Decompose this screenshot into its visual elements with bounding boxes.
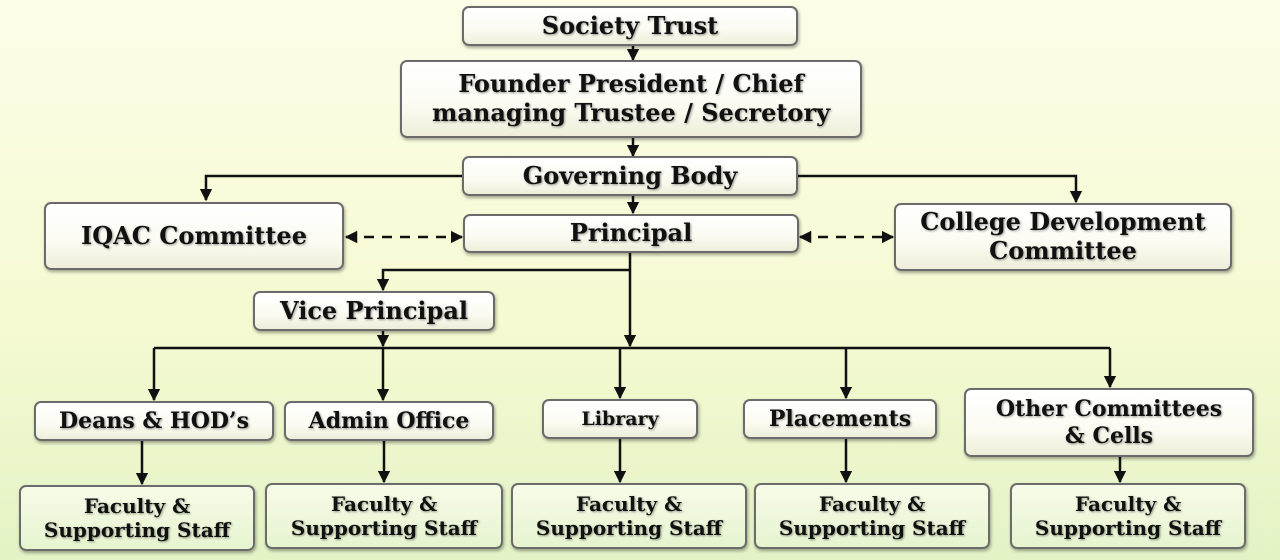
node-label: Vice Principal [280,295,468,325]
node-other-committees: Other Committees & Cells [964,388,1254,457]
arrow-principal-vice [376,268,630,292]
node-label: Library [581,407,659,430]
node-library: Library [542,399,698,439]
node-label-line2: Committee [989,236,1137,265]
node-label-line2: & Cells [1064,422,1154,449]
node-label: Admin Office [308,407,470,434]
node-founder-president: Founder President / Chief managing Trust… [400,60,862,138]
arrow-governing-iqac [199,174,463,202]
node-society-trust: Society Trust [462,6,798,46]
node-label: Society Trust [541,10,719,40]
node-label: Principal [569,218,693,248]
node-staff-library: Faculty & Supporting Staff [511,483,747,549]
node-staff-placements: Faculty & Supporting Staff [754,483,990,549]
node-label-line2: Supporting Staff [290,516,478,540]
node-label: Placements [768,405,912,432]
node-label: Governing Body [522,160,738,190]
node-placements: Placements [743,399,937,439]
node-staff-admin: Faculty & Supporting Staff [265,483,503,549]
node-iqac-committee: IQAC Committee [44,202,344,270]
arrow-governing-cdc [797,174,1083,204]
node-principal: Principal [463,214,799,253]
node-vice-principal: Vice Principal [253,291,495,331]
node-deans-hods: Deans & HOD’s [34,401,274,441]
node-college-development-committee: College Development Committee [894,203,1232,271]
node-staff-other: Faculty & Supporting Staff [1010,483,1246,549]
node-label-line1: Other Committees [995,396,1223,423]
node-label-line1: Founder President / Chief [458,69,804,99]
node-governing-body: Governing Body [462,156,798,196]
node-label-line1: College Development [920,207,1206,237]
node-label-line1: Faculty & [83,494,191,518]
node-label-line1: Faculty & [330,492,438,516]
node-label: Deans & HOD’s [59,407,249,434]
node-label-line2: managing Trustee / Secretory [431,98,831,127]
node-label-line1: Faculty & [575,492,683,516]
node-label-line1: Faculty & [818,492,926,516]
node-label-line2: Supporting Staff [778,516,966,540]
node-admin-office: Admin Office [284,401,494,441]
node-label-line1: Faculty & [1074,492,1182,516]
node-label-line2: Supporting Staff [1034,516,1222,540]
node-label: IQAC Committee [81,220,307,250]
node-staff-deans: Faculty & Supporting Staff [19,485,255,551]
node-label-line2: Supporting Staff [43,518,231,542]
node-label-line2: Supporting Staff [535,516,723,540]
